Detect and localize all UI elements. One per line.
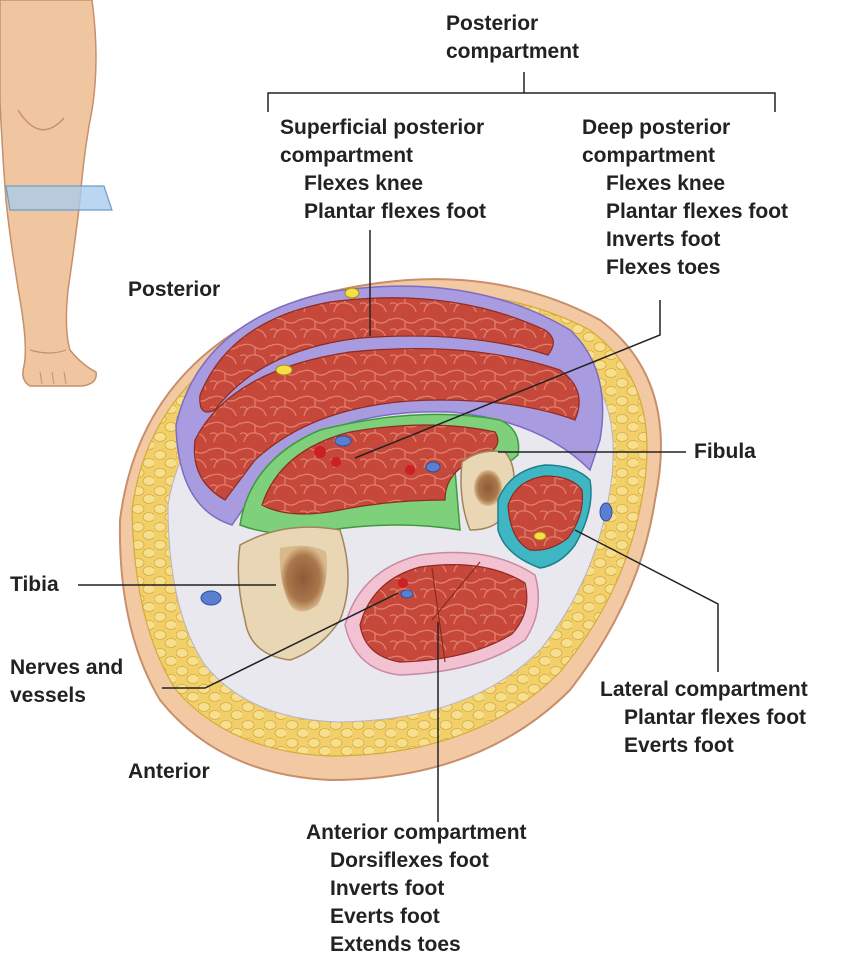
lateral-title: Lateral compartment [600,678,808,701]
great-saphenous-vein [200,590,222,606]
deep-action-2: Plantar flexes foot [606,200,789,223]
anterior-compartment-label: Anterior compartment Dorsiflexes foot In… [306,819,527,959]
superficial-posterior-label: Superficial posterior compartment Flexes… [280,114,486,226]
superficial-action-1: Flexes knee [304,172,424,195]
tibia-marrow [279,545,327,612]
anterior-action-4: Extends toes [330,933,461,956]
superficial-fibular-nerve [533,531,547,541]
superficial-title-1: Superficial posterior [280,116,485,139]
posterior-tibial-vein [331,457,341,467]
deep-leader [354,300,661,459]
anterior-orientation-label: Anterior [128,760,210,783]
anterior-muscles [359,564,528,663]
superficial-action-2: Plantar flexes foot [304,200,487,223]
anterior-action-1: Dorsiflexes foot [330,849,489,872]
anterior-tibial-artery [398,578,408,588]
lateral-compartment-label: Lateral compartment Plantar flexes foot … [600,676,808,760]
posterior-compartment-title-2: compartment [446,40,580,63]
fibular-artery [405,465,415,475]
posterior-compartment-title-1: Posterior [446,12,539,35]
lateral-action-2: Everts foot [624,734,734,757]
lateral-leader [574,529,719,672]
nerves-line-2: vessels [10,684,86,707]
lateral-vessel [599,502,613,522]
gastrocnemius-muscle [199,297,554,413]
tibia-label: Tibia [10,573,59,596]
deep-posterior-label: Deep posterior compartment Flexes knee P… [582,114,788,282]
anterior-title: Anterior compartment [306,821,527,844]
posterior-compartment-label: Posterior compartment [446,10,579,66]
deep-action-3: Inverts foot [606,228,721,251]
small-saphenous-vein [344,287,360,299]
nerves-line-1: Nerves and [10,656,124,679]
fibula-label: Fibula [694,440,756,463]
cross-section [118,278,662,782]
anterior-action-2: Inverts foot [330,877,445,900]
anterior-tibial-vein [400,589,414,599]
sural-nerve [275,364,293,376]
deep-action-1: Flexes knee [606,172,726,195]
fibular-vein [425,461,441,473]
fibula-marrow [474,470,502,506]
posterior-bracket [267,72,776,112]
leader-lines [78,72,776,822]
superficial-title-2: compartment [280,144,414,167]
nerves-leader [162,592,399,689]
lateral-action-1: Plantar flexes foot [624,706,807,729]
deep-title-1: Deep posterior [582,116,731,139]
deep-title-2: compartment [582,144,716,167]
soleus-muscle [193,347,580,501]
anterior-action-3: Everts foot [330,905,440,928]
fibularis-muscles [507,475,584,551]
deep-action-4: Flexes toes [606,256,721,279]
tibial-nerve [334,435,352,447]
posterior-tibial-artery [314,446,326,458]
section-plane [5,185,113,211]
posterior-orientation-label: Posterior [128,278,221,301]
nerves-vessels-label: Nerves and vessels [10,654,123,710]
